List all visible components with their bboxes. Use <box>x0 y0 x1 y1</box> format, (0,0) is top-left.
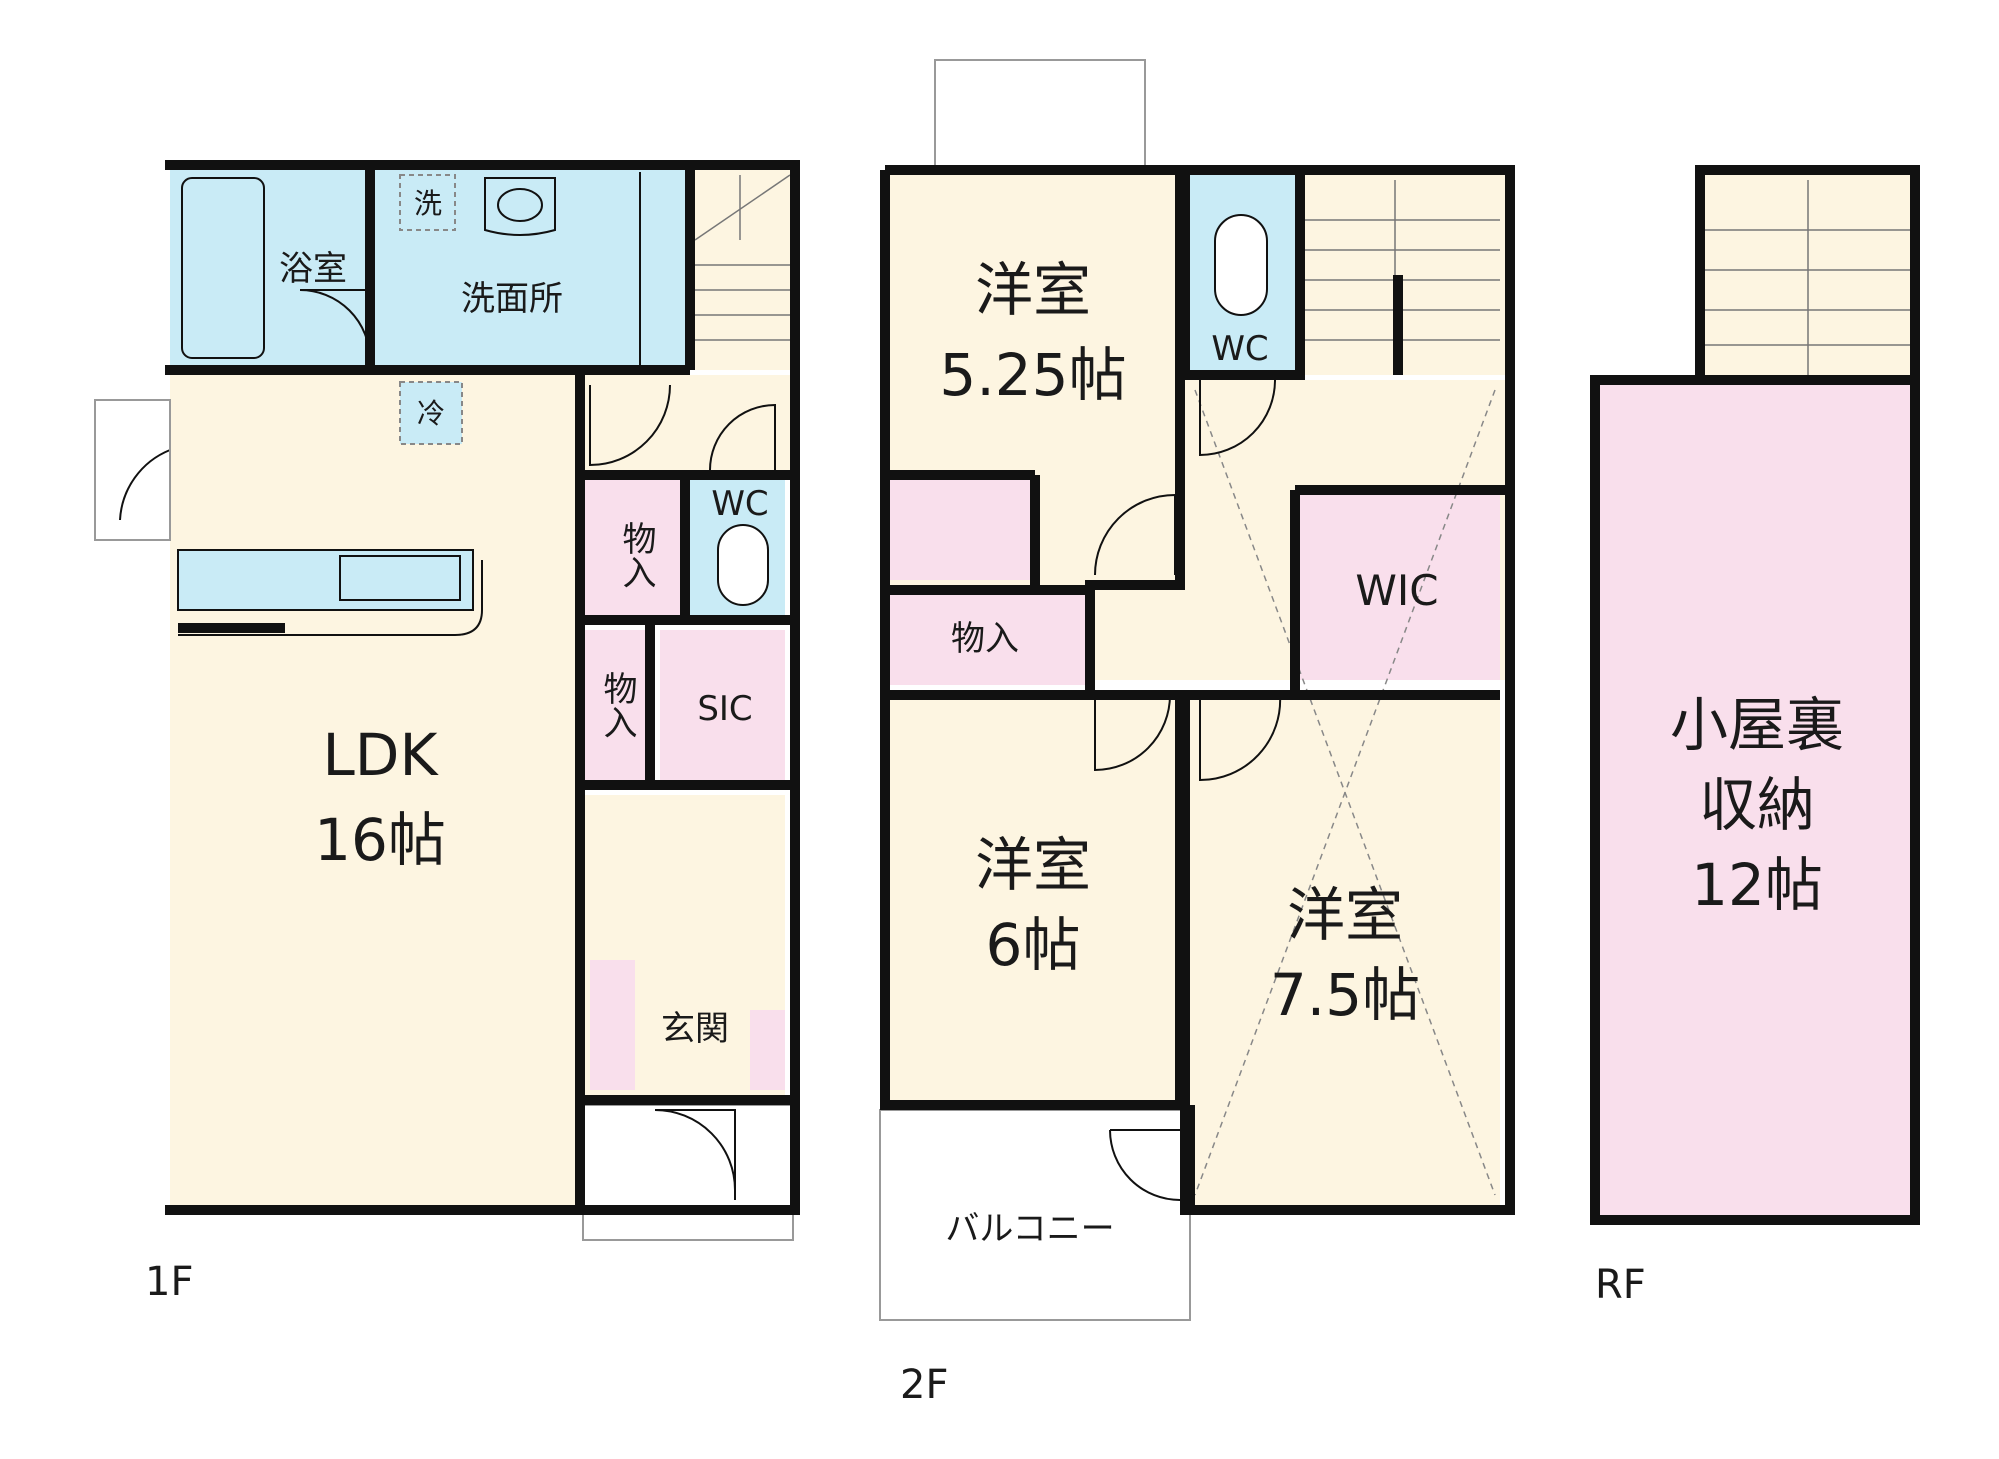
washer-label: 洗 <box>414 187 442 220</box>
floor-rf-label: RF <box>1595 1262 1646 1308</box>
stairs-1f <box>694 174 791 341</box>
western-c-area <box>1190 695 1500 1205</box>
closet2-area <box>585 630 645 780</box>
wc-1f-door <box>709 403 776 471</box>
fridge-label: 冷 <box>417 397 445 430</box>
entrance-shoe1 <box>590 960 635 1090</box>
stairs-rf <box>1705 180 1910 375</box>
western-a-size-label: 5.25帖 <box>939 341 1126 409</box>
western-b-size-label: 6帖 <box>986 911 1081 979</box>
sic-area <box>660 630 785 780</box>
bath-label: 浴室 <box>279 249 347 289</box>
western-a-door <box>1094 493 1176 576</box>
attic-area <box>1600 385 1915 1215</box>
void-line-2 <box>1194 389 1496 1196</box>
closet-2f-label: 物入 <box>951 619 1019 659</box>
entrance-label: 玄関 <box>661 1009 729 1049</box>
western-c-door <box>1199 694 1282 782</box>
kitchen-sink <box>339 555 461 601</box>
hall-door <box>589 384 671 467</box>
closet-2f-area <box>890 595 1085 685</box>
floor-1f-label: 1F <box>145 1259 193 1305</box>
toilet-1f <box>717 524 769 606</box>
attic-line1-label: 小屋裏 <box>1670 691 1844 759</box>
balcony-top <box>934 59 1146 171</box>
wic-area <box>1295 490 1500 680</box>
walls-rf <box>1590 165 1920 1225</box>
ldk-area <box>170 375 575 1205</box>
ldk-size-label: 16帖 <box>314 806 446 874</box>
garden-door <box>119 399 171 521</box>
balcony-label: バルコニー <box>945 1209 1114 1249</box>
bathtub <box>181 177 265 359</box>
western-c-name-label: 洋室 <box>1287 881 1403 949</box>
walls-2f <box>880 165 1515 1215</box>
closet1-area <box>585 480 685 615</box>
balcony-door <box>1109 1129 1181 1201</box>
western-a-name-label: 洋室 <box>975 256 1091 324</box>
entrance-shoe2 <box>750 1010 785 1090</box>
washbasin-bowl <box>497 188 543 222</box>
kitchen-counter-curve <box>178 560 483 636</box>
attic-line2-label: 収納 <box>1699 771 1815 839</box>
floor-2f-label: 2F <box>900 1362 948 1408</box>
hall-area <box>575 375 790 475</box>
closet2-label: 物入 <box>597 671 637 739</box>
walls-1f <box>165 160 800 1215</box>
western-c-size-label: 7.5帖 <box>1270 961 1420 1029</box>
attic-size-label: 12帖 <box>1691 851 1823 919</box>
ldk-name-label: LDK <box>322 721 439 789</box>
entrance-porch <box>582 1104 794 1241</box>
floor-1f: 浴室 洗面所 洗 冷 LDK 16帖 物入 WC 物入 SIC 玄関 1F <box>94 160 800 1305</box>
sic-label: SIC <box>697 689 752 729</box>
wc-2f-label: WC <box>1211 329 1268 369</box>
washbasin <box>484 177 556 236</box>
toilet-2f <box>1214 214 1268 316</box>
wc-1f-label: WC <box>711 484 768 524</box>
western-b-name-label: 洋室 <box>975 831 1091 899</box>
washer-box <box>399 174 456 231</box>
western-a-closet <box>890 475 1030 580</box>
washroom-label: 洗面所 <box>461 279 563 319</box>
entrance-door <box>654 1109 736 1200</box>
closet1-label: 物入 <box>616 521 656 589</box>
fridge-box <box>399 381 463 445</box>
wc-2f-door <box>1199 379 1276 457</box>
western-b-door <box>1094 694 1171 772</box>
garden-step <box>94 399 171 541</box>
wic-label: WIC <box>1355 566 1438 615</box>
floor-rf: 小屋裏 収納 12帖 RF <box>1590 165 1920 1308</box>
floor-2f: 洋室 5.25帖 WC WIC 物入 洋室 6帖 洋室 7.5帖 バルコニー 2… <box>879 59 1515 1408</box>
